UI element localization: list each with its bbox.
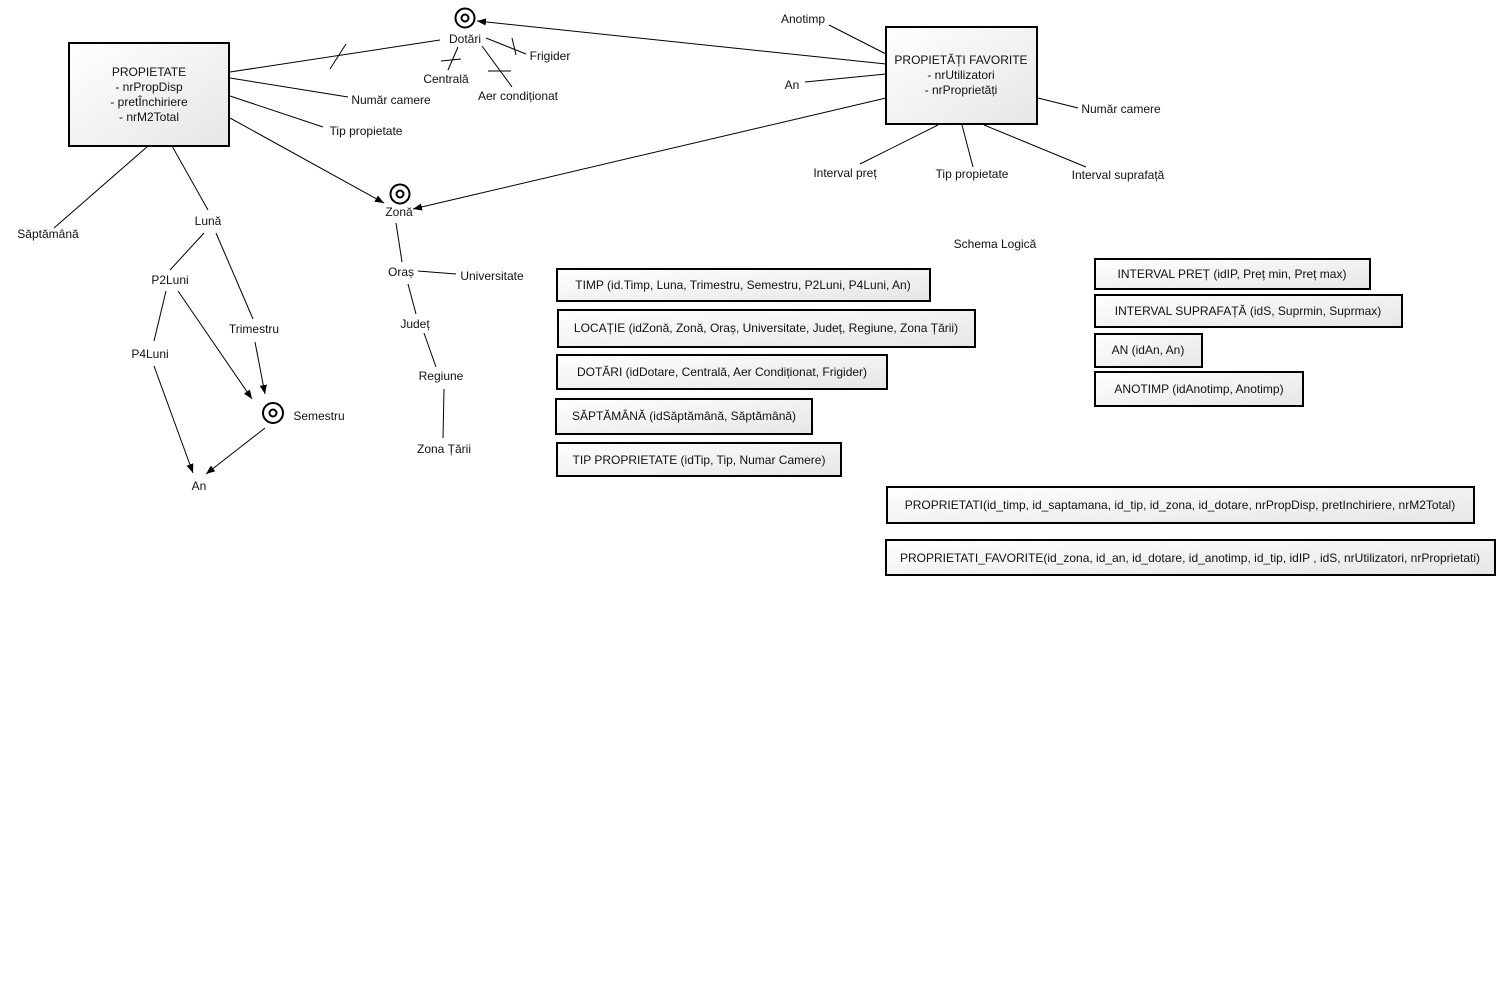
fact-propietate-attr: - nrPropDisp: [115, 80, 183, 94]
label-universitate: Universitate: [460, 269, 524, 283]
line-dotari-centrala: [447, 46, 459, 71]
label-interval-pret: Interval preț: [813, 166, 877, 180]
schema-table-locatie: LOCAȚIE (idZonă, Zonă, Oraș, Universitat…: [557, 309, 976, 348]
label-judet: Județ: [400, 317, 430, 331]
label-p2luni: P2Luni: [151, 273, 188, 287]
arrow-favorite-dotari: [476, 18, 887, 65]
fact-propietate-attr: - nrM2Total: [119, 110, 179, 124]
line-regiune-zona-tarii: [442, 388, 445, 439]
fact-favorite-title: PROPIETĂȚI FAVORITE: [894, 52, 1027, 67]
line-propietate-saptamana: [53, 145, 149, 229]
label-p4luni: P4Luni: [131, 347, 168, 361]
arrow-p2luni-semestru: [177, 290, 253, 400]
fact-favorite-attr: - nrProprietăți: [925, 83, 998, 97]
line-p2luni-p4luni: [153, 290, 167, 342]
label-interval-suprafata: Interval suprafață: [1072, 168, 1165, 182]
label-trimestru: Trimestru: [229, 322, 279, 336]
line-propietate-numar-camere: [229, 77, 349, 98]
line-oras-universitate: [417, 270, 457, 275]
line-propietate-dotari: [229, 39, 441, 73]
dotari-level-symbol: [454, 7, 476, 29]
schema-table-interval-suprafata: INTERVAL SUPRAFAȚĂ (idS, Suprmin, Suprma…: [1094, 294, 1403, 328]
label-an-favorite: An: [785, 78, 800, 92]
schema-table-proprietati-favorite: PROPRIETATI_FAVORITE(id_zona, id_an, id_…: [885, 539, 1496, 576]
line-propietate-tip: [229, 95, 324, 128]
line-favorite-anotimp: [828, 24, 887, 55]
line-dotari-aer: [481, 45, 513, 88]
arrow-trimestru-semestru: [254, 341, 267, 395]
schema-table-saptamana: SĂPTĂMÂNĂ (idSăptămână, Săptămână): [555, 398, 813, 435]
schema-table-timp: TIMP (id.Timp, Luna, Trimestru, Semestru…: [556, 268, 931, 302]
line-favorite-interval-suprafata: [983, 124, 1087, 168]
label-regiune: Regiune: [419, 369, 464, 383]
label-tip-propietate-favorite: Tip propietate: [936, 167, 1009, 181]
fact-box-proprietati-favorite: PROPIETĂȚI FAVORITE - nrUtilizatori - nr…: [885, 26, 1038, 125]
label-an: An: [192, 479, 207, 493]
table-label: INTERVAL PREȚ (idIP, Preț min, Preț max): [1118, 267, 1347, 281]
line-oras-judet: [407, 283, 417, 315]
label-numar-camere: Număr camere: [351, 93, 431, 107]
fact-propietate-title: PROPIETATE: [112, 65, 186, 79]
arrow-semestru-an: [205, 427, 266, 475]
table-label: INTERVAL SUPRAFAȚĂ (idS, Suprmin, Suprma…: [1115, 303, 1382, 318]
arrow-propietate-zona: [229, 117, 385, 204]
label-tip-propietate: Tip propietate: [330, 124, 403, 138]
label-zona-tarii: Zona Țării: [417, 442, 471, 456]
tick-frigider: [511, 37, 517, 56]
line-favorite-interval-pret: [859, 124, 939, 165]
schema-table-interval-pret: INTERVAL PREȚ (idIP, Preț min, Preț max): [1094, 258, 1371, 290]
schema-table-proprietati: PROPRIETATI(id_timp, id_saptamana, id_ti…: [886, 486, 1475, 524]
label-centrala: Centrală: [423, 72, 469, 86]
table-label: SĂPTĂMÂNĂ (idSăptămână, Săptămână): [572, 408, 796, 423]
line-luna-p2luni: [169, 232, 205, 271]
schema-logica-title: Schema Logică: [954, 237, 1037, 251]
label-dotari: Dotări: [449, 32, 481, 46]
schema-table-dotari: DOTĂRI (idDotare, Centrală, Aer Condițio…: [556, 354, 888, 390]
line-judet-regiune: [423, 332, 437, 368]
table-label: ANOTIMP (idAnotimp, Anotimp): [1114, 382, 1283, 396]
fact-propietate-attr: - pretÎnchiriere: [110, 94, 188, 109]
connector-lines: [53, 18, 1087, 475]
table-label: PROPRIETATI(id_timp, id_saptamana, id_ti…: [905, 498, 1455, 512]
arrow-p4luni-an: [153, 365, 194, 474]
fact-favorite-attr: - nrUtilizatori: [927, 68, 994, 82]
table-label: TIP PROPRIETATE (idTip, Tip, Numar Camer…: [573, 453, 826, 467]
label-numar-camere-favorite: Număr camere: [1081, 102, 1161, 116]
table-label: LOCAȚIE (idZonă, Zonă, Oraș, Universitat…: [574, 321, 958, 335]
table-label: PROPRIETATI_FAVORITE(id_zona, id_an, id_…: [900, 551, 1480, 565]
line-propietate-luna: [171, 145, 209, 211]
label-frigider: Frigider: [530, 49, 571, 63]
line-luna-trimestru: [215, 232, 254, 320]
label-zona: Zonă: [385, 205, 413, 219]
label-anotimp: Anotimp: [781, 12, 825, 26]
tick-propietate-dotari: [329, 43, 347, 70]
fact-box-propietate: PROPIETATE - nrPropDisp - pretÎnchiriere…: [68, 42, 230, 147]
tick-centrala: [440, 58, 462, 62]
zona-level-symbol: [389, 183, 411, 205]
table-label: AN (idAn, An): [1112, 343, 1185, 357]
line-zona-oras: [395, 222, 403, 263]
table-label: DOTĂRI (idDotare, Centrală, Aer Condițio…: [577, 364, 867, 379]
label-semestru: Semestru: [293, 409, 344, 423]
line-favorite-tip: [961, 124, 974, 168]
table-label: TIMP (id.Timp, Luna, Trimestru, Semestru…: [575, 278, 910, 292]
semestru-level-symbol: [262, 402, 284, 424]
arrow-favorite-zona: [412, 97, 887, 211]
label-luna: Lună: [195, 214, 222, 228]
label-saptamana: Săptămână: [17, 227, 79, 241]
attribute-labels: Dotări Centrală Frigider Aer condiționat…: [17, 12, 1164, 493]
schema-table-anotimp: ANOTIMP (idAnotimp, Anotimp): [1094, 371, 1304, 407]
schema-table-an: AN (idAn, An): [1094, 333, 1203, 368]
line-favorite-numar-camere: [1037, 97, 1079, 109]
line-dotari-frigider: [485, 37, 527, 55]
label-oras: Oraș: [388, 265, 414, 279]
schema-table-tip-proprietate: TIP PROPRIETATE (idTip, Tip, Numar Camer…: [556, 442, 842, 477]
line-favorite-an: [804, 73, 887, 83]
label-aer-conditionat: Aer condiționat: [478, 89, 559, 103]
